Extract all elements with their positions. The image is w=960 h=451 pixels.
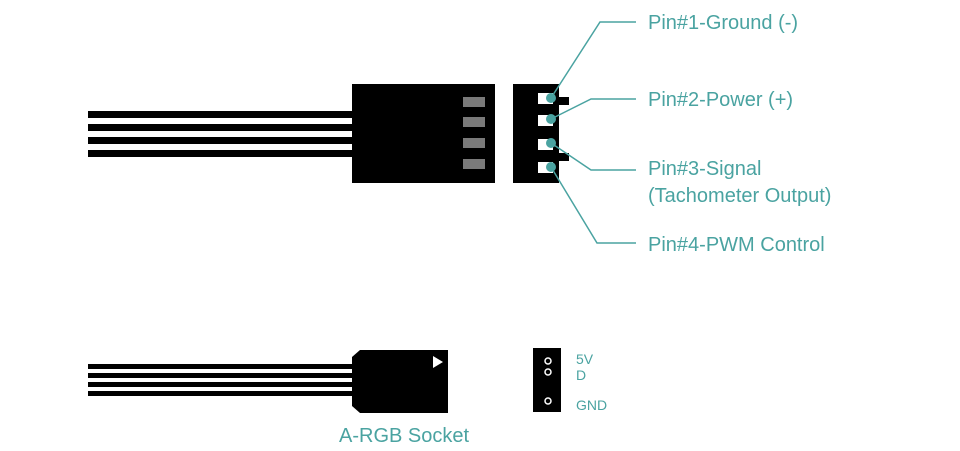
argb-plug-cable [88,364,358,396]
triangle-right-icon [433,356,443,368]
leader-dot-pin-2 [546,114,556,124]
argb-socket-pin-5v [544,357,552,365]
pin-1-label: Pin#1-Ground (-) [648,12,798,34]
argb-pin-gnd-label: GND [576,397,607,413]
leader-dot-pin-4 [546,162,556,172]
argb-pin-d-label: D [576,367,586,383]
fan-plug-body [352,84,495,183]
wire-4 [88,150,354,157]
fan-header-socket [513,84,569,183]
leader-line-pin-2 [550,98,636,120]
argb-pin-labels: 5V D GND [576,351,607,413]
plug-contact-3 [463,138,485,148]
leader-dots [546,93,556,172]
leader-lines [550,21,636,244]
argb-wire-4 [88,391,358,396]
fan-plug-cable [88,111,354,157]
socket-pin-4 [538,162,553,173]
pin-2-label: Pin#2-Power (+) [648,89,793,111]
leader-dot-pin-3 [546,138,556,148]
argb-pin-5v-label: 5V [576,351,594,367]
socket-key-bottom [557,153,569,161]
socket-pin-2 [538,115,553,126]
leader-line-pin-1 [550,21,636,99]
argb-wire-1 [88,364,358,369]
leader-line-pin-4 [550,166,636,244]
argb-socket-pin-gnd [544,397,552,405]
plug-contact-4 [463,159,485,169]
argb-socket-pin-d [544,368,552,376]
argb-socket-caption: A-RGB Socket [339,425,469,447]
plug-contact-2 [463,117,485,127]
wire-3 [88,137,354,144]
argb-plug-body [352,350,448,413]
pin-3-sublabel: (Tachometer Output) [648,185,831,207]
pin-4-label: Pin#4-PWM Control [648,234,825,256]
leader-line-pin-3 [550,142,636,171]
argb-wire-3 [88,382,358,387]
wire-1 [88,111,354,118]
pin-labels: Pin#1-Ground (-) Pin#2-Power (+) Pin#3-S… [648,12,831,256]
plug-contact-1 [463,97,485,107]
socket-pin-3 [538,139,553,150]
wire-2 [88,124,354,131]
argb-header-socket [533,348,561,412]
socket-pin-1 [538,93,553,104]
pin-3-label: Pin#3-Signal [648,158,761,180]
socket-key-top [557,97,569,105]
leader-dot-pin-1 [546,93,556,103]
argb-wire-2 [88,373,358,378]
